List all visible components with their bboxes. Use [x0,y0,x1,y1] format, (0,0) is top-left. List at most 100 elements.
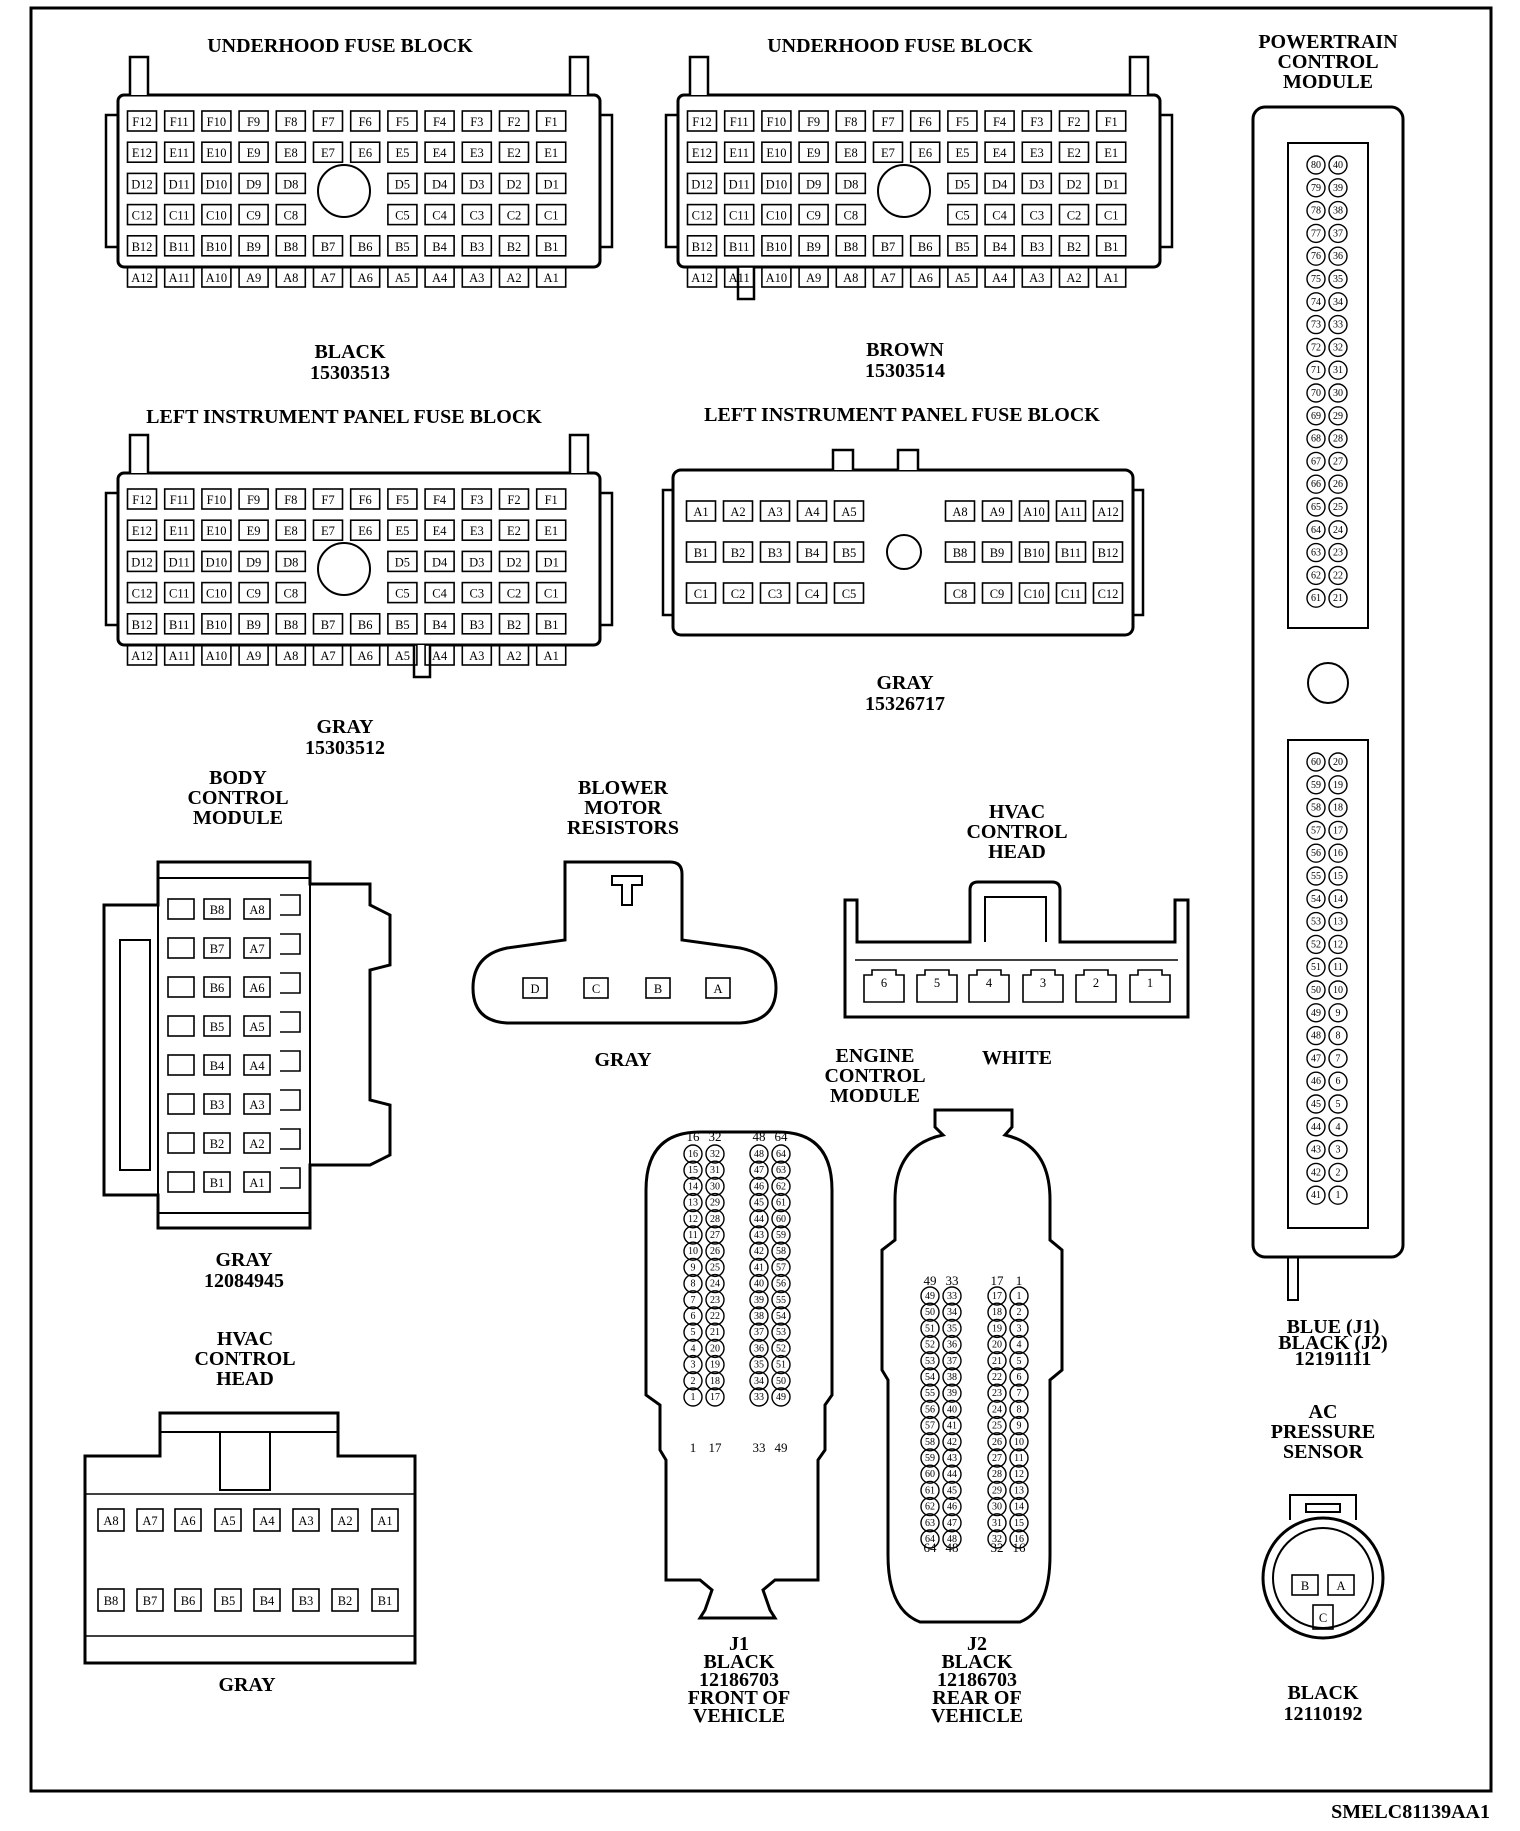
pcm-pin-61-number: 61 [1311,593,1321,604]
ecm-j2-pin-53 [920,1351,940,1371]
ecm-j2-pin-9 [1009,1415,1029,1436]
pcm-pin-38 [1328,200,1348,221]
pcm-pin-79 [1306,178,1326,198]
uh-black-cavity-A8-label: A8 [283,271,298,285]
hvac-gray-cavity-B4 [253,1588,281,1612]
lip-gray1-cavity-E6-label: E6 [358,524,372,538]
lip-gray1-cavity-F11-label: F11 [170,493,189,507]
lip-gray2-cavity-C5 [833,582,865,604]
ecm-j1-pin-4 [683,1338,703,1359]
lip-gray1-cavity-A6 [349,644,381,666]
pcm-pin-65-number: 65 [1311,502,1321,513]
lip-gray2-cavity-A11-label: A11 [1060,505,1081,519]
pcm-pin-62 [1306,565,1326,586]
pcm-title-line-0: POWERTRAIN [1258,31,1398,53]
bcm-cavity-A5-label: A5 [249,1020,264,1034]
uh-brown-cavity-D10-label: D10 [766,177,788,191]
blower-cavity-A-label: A [713,982,722,996]
ecm-j1-pin-43-number: 43 [754,1230,764,1241]
lip-gray1-cavity-D3 [461,550,493,573]
ecm-j1-pin-23-number: 23 [710,1295,720,1306]
uh-black-cavity-C3 [461,203,493,226]
lip-gray2-cavity-A4-label: A4 [804,505,820,519]
lip-gray1-cavity-E11 [163,519,195,542]
pcm-pin-80 [1306,155,1326,175]
blower-key [611,875,643,906]
uh-brown-cavity-D2-label: D2 [1066,177,1081,191]
pcm-pin-37-number: 37 [1333,228,1343,239]
lip-gray2-cavity-B4-label: B4 [805,546,820,560]
ecm-j1-top-label-16: 16 [687,1129,701,1144]
uh-brown-cavity-D5-label: D5 [955,177,970,191]
ecm-j2-body [880,1108,1064,1624]
ecm-j2-pin-10-number: 10 [1014,1437,1024,1448]
ecm-j2-pin-17 [987,1286,1007,1306]
ecm-j1-pin-28 [705,1209,725,1229]
pcm-pin-32-number: 32 [1333,342,1343,353]
ecm-j2-pin-37-number: 37 [947,1356,957,1367]
ecm-j2-pin-7 [1009,1383,1029,1403]
uh-black-title: UNDERHOOD FUSE BLOCK [207,35,473,57]
uh-black-cavity-E11 [163,141,195,163]
lip-gray1-cavity-E1 [535,519,567,542]
hvac-gray-title-line-2: HEAD [216,1368,274,1390]
ecm-j2-pin-64-number: 64 [925,1534,935,1545]
ecm-j1-pin-39-number: 39 [754,1295,764,1306]
ecm-j1-pin-51 [771,1354,791,1375]
uh-black-cavity-B3-label: B3 [470,240,485,254]
uh-brown-cavity-B3 [1021,235,1053,257]
uh-brown-cavity-B12-label: B12 [692,240,713,254]
pcm-pin-57-number: 57 [1311,825,1321,836]
ecm-j1-pin-24-number: 24 [710,1279,720,1290]
ecm-j2-pin-21 [987,1351,1007,1371]
pcm-pin-69 [1306,406,1326,426]
uh-brown-cavity-A2 [1058,266,1090,288]
uh-brown-cavity-A12 [686,266,718,288]
lip-gray1-cavity-E3-label: E3 [470,524,484,538]
uh-black-cavity-A11 [163,266,195,288]
pcm-pin-72-number: 72 [1311,342,1321,353]
ecm-j2-pin-28-number: 28 [992,1469,1002,1480]
pcm-pin-67-number: 67 [1311,456,1321,467]
ecm-j1-pin-22-number: 22 [710,1311,720,1322]
bcm-cavity-A6 [243,976,271,998]
pcm-pin-5-number: 5 [1336,1099,1341,1110]
uh-black-cavity-E9-label: E9 [247,146,261,160]
uh-black-cavity-F9 [238,110,269,132]
lip-gray2-cavity-B9-label: B9 [990,546,1005,560]
uh-brown-cavity-E4 [984,141,1015,163]
ecm-j2-caption-line-4: VEHICLE [931,1705,1023,1727]
uh-brown-cavity-E1 [1095,141,1127,163]
pcm-pin-60-number: 60 [1311,757,1321,768]
uh-brown-side-right [1160,113,1174,249]
uh-brown-cavity-E7 [872,141,904,163]
ecm-j1-pin-40-number: 40 [754,1279,764,1290]
uh-brown-cavity-E2 [1058,141,1090,163]
lip-gray1-cavity-B2 [498,612,530,635]
uh-brown-cavity-A9 [798,266,829,288]
uh-brown-cavity-B7-label: B7 [881,240,896,254]
lip-gray1-part: 15303512 [305,737,385,759]
pcm-pin-27 [1328,451,1348,472]
uh-black-cavity-E7 [312,141,344,163]
ecm-j2-pin-63-number: 63 [925,1518,935,1529]
ecm-j1-pin-51-number: 51 [776,1360,786,1371]
blower-cavity-B [645,977,671,999]
pcm-pin-49 [1306,1003,1326,1023]
pcm-key-tab [1287,1257,1299,1301]
bcm-latch [280,972,301,994]
lip-gray2-cavity-A10 [1018,500,1050,522]
uh-black-cavity-F12 [126,110,158,132]
ecm-j2-pin-2 [1009,1302,1029,1322]
ecm-j2-top-label-17: 17 [991,1273,1005,1288]
ecm-j2-pin-21-number: 21 [992,1356,1002,1367]
ecm-j2-pin-38-number: 38 [947,1372,957,1383]
pcm-pin-24 [1328,520,1348,540]
ecm-j2-pin-46-number: 46 [947,1502,957,1513]
uh-brown-cavity-C4-label: C4 [992,209,1007,223]
ecm-j2-pin-24-number: 24 [992,1404,1002,1415]
uh-brown-cavity-A3 [1021,266,1053,288]
ecm-j2-pin-13 [1009,1480,1029,1501]
hvac-gray-cavity-A5-label: A5 [220,1514,235,1528]
ecm-j1-pin-10-number: 10 [688,1246,698,1257]
